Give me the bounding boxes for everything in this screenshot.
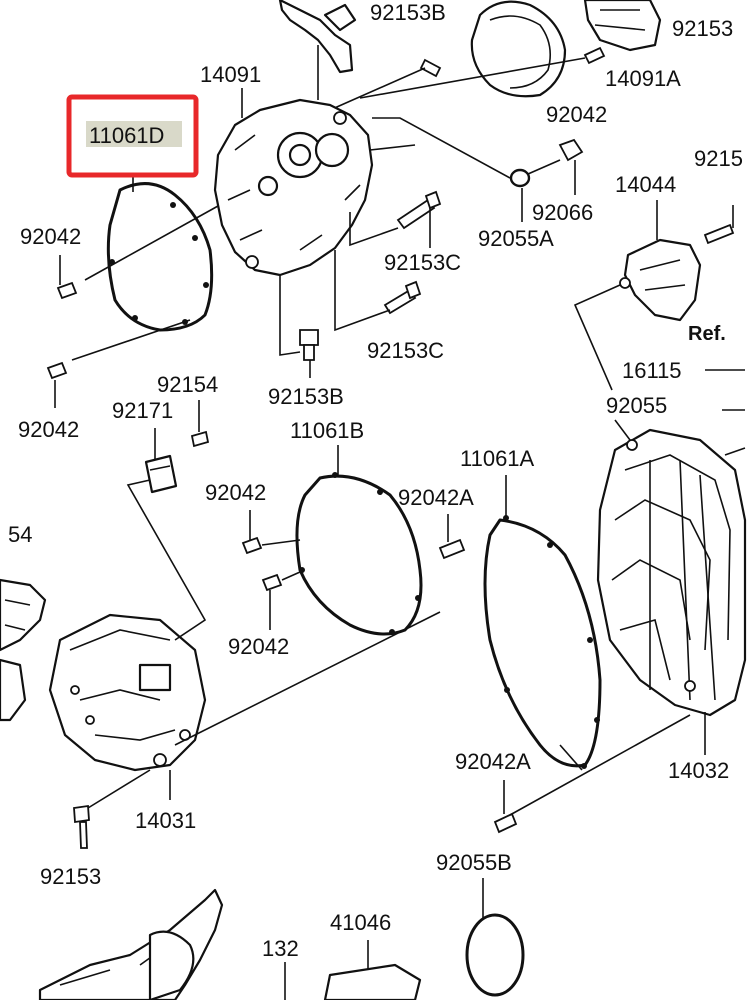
left-edge-part xyxy=(0,578,47,722)
top-right-part xyxy=(583,0,662,52)
label-54-edge: 54 xyxy=(8,522,32,547)
label-11061a: 11061A xyxy=(460,446,535,471)
label-92153-edge: 92153 xyxy=(672,16,733,41)
label-132-edge: 132 xyxy=(262,936,299,961)
cover-14031 xyxy=(48,611,441,800)
label-92153b-top: 92153B xyxy=(370,0,446,25)
pin-92042-mid-2 xyxy=(261,571,301,630)
label-14031: 14031 xyxy=(135,808,196,833)
label-92042-top-right: 92042 xyxy=(546,102,607,127)
label-92153c-2: 92153C xyxy=(367,338,444,363)
cover-14032 xyxy=(596,409,747,755)
pin-92042-left-1 xyxy=(56,255,78,300)
label-14091: 14091 xyxy=(200,62,261,87)
label-92042-left-1: 92042 xyxy=(20,224,81,249)
label-92171: 92171 xyxy=(112,398,173,423)
label-92066: 92066 xyxy=(532,200,593,225)
label-92055b: 92055B xyxy=(436,850,512,875)
label-92042-mid-1: 92042 xyxy=(205,480,266,505)
label-14032: 14032 xyxy=(668,758,729,783)
oring-92055b xyxy=(465,878,525,997)
bolt-92153c-1 xyxy=(349,190,442,248)
pin-92042-left-2 xyxy=(46,361,68,408)
gasket-11061a xyxy=(483,475,602,771)
label-16115: 16115 xyxy=(622,358,682,383)
bottom-left-part xyxy=(38,888,224,1000)
pin-92042a-1 xyxy=(438,514,466,560)
top-left-bracket xyxy=(278,0,357,74)
label-11061d: 11061D xyxy=(89,123,164,148)
bolt-92153c-2 xyxy=(334,250,422,332)
plug-92066 xyxy=(527,138,584,195)
label-92154: 92154 xyxy=(157,372,218,397)
label-41046: 41046 xyxy=(330,910,391,935)
part-14044 xyxy=(573,200,735,391)
label-92153: 92153 xyxy=(40,864,101,889)
label-background xyxy=(86,121,182,147)
label-92042a-2: 92042A xyxy=(455,749,531,774)
oring-92055a xyxy=(509,168,531,222)
label-14044: 14044 xyxy=(615,172,676,197)
bolt-92153 xyxy=(73,769,151,849)
label-92153c-1: 92153C xyxy=(384,250,461,275)
label-92055a: 92055A xyxy=(478,226,554,251)
bolt-92153b-top xyxy=(329,58,442,111)
pin-92042-mid-1 xyxy=(241,510,301,555)
label-92042-mid-2: 92042 xyxy=(228,634,289,659)
label-14091a: 14091A xyxy=(605,66,681,91)
bracket-92171 xyxy=(126,428,207,641)
part-41046 xyxy=(323,940,422,1000)
label-92042-left-2: 92042 xyxy=(18,417,79,442)
gasket-11061d xyxy=(71,176,219,361)
screw-92154 xyxy=(190,400,210,448)
pin-92042a-2 xyxy=(493,780,518,834)
label-9215-edge: 9215 xyxy=(694,146,743,171)
label-92055: 92055 xyxy=(606,393,667,418)
highlight-box xyxy=(66,94,199,178)
bolt-92153b-mid xyxy=(279,275,319,378)
label-92042a-1: 92042A xyxy=(398,485,474,510)
cover-14091 xyxy=(213,98,374,277)
label-ref: Ref. xyxy=(688,323,726,345)
label-11061b: 11061B xyxy=(290,418,364,443)
top-center-cover xyxy=(470,0,567,98)
gasket-11061b xyxy=(295,445,423,636)
pin-92042-top-right xyxy=(359,46,606,99)
label-92153b-mid: 92153B xyxy=(268,384,344,409)
